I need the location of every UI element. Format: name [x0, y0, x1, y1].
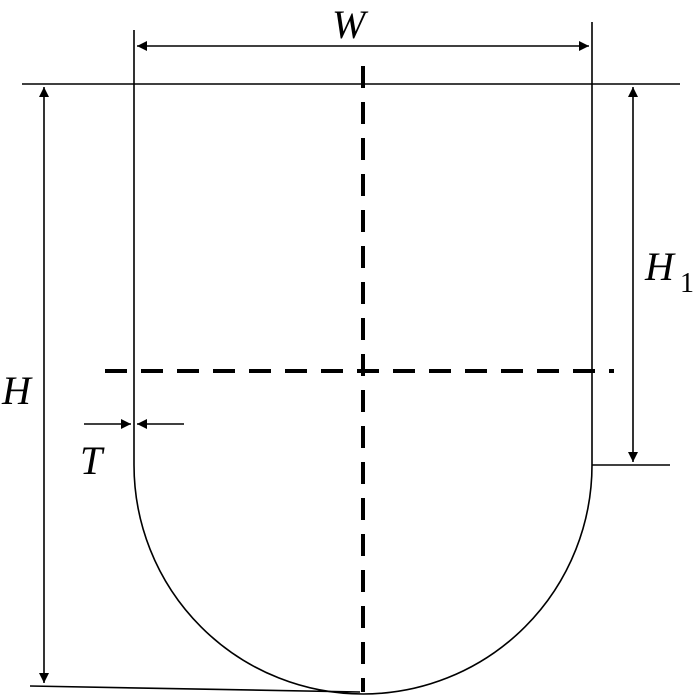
width-label: W — [332, 2, 369, 47]
bottom-reference-line — [29, 685, 361, 693]
height-label: H — [1, 368, 33, 413]
vessel-outline — [133, 22, 593, 695]
height1-label: H — [644, 244, 676, 289]
thickness-label: T — [80, 438, 105, 483]
height1-subscript: 1 — [680, 268, 694, 299]
